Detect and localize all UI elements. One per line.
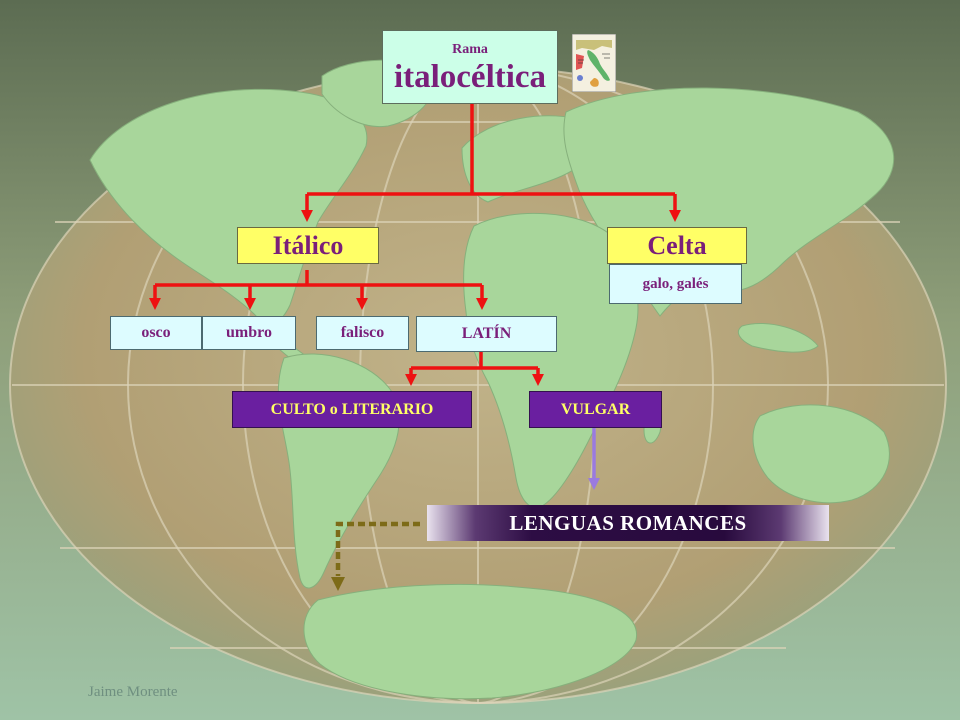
node-vulgar: VULGAR <box>529 391 662 428</box>
italy-map-icon <box>572 34 616 92</box>
continent-antarctica <box>303 583 638 700</box>
node-falisco: falisco <box>316 316 409 350</box>
continent-australia <box>752 404 890 504</box>
author-credit: Jaime Morente <box>88 684 178 700</box>
node-lenguas-romances: LENGUAS ROMANCES <box>427 505 829 541</box>
node-celta-subtitle: galo, galés <box>609 264 742 304</box>
node-umbro: umbro <box>202 316 296 350</box>
node-latin: LATÍN <box>416 316 557 352</box>
continent-southeast-asia-islands <box>737 322 819 353</box>
root-title: italocéltica <box>393 59 547 95</box>
node-osco: osco <box>110 316 202 350</box>
continent-europe <box>461 115 596 203</box>
root-node-italoceltica: Rama italocéltica <box>382 30 558 104</box>
node-italico: Itálico <box>237 227 379 264</box>
node-culto-literario: CULTO o LITERARIO <box>232 391 472 428</box>
root-prefix: Rama <box>452 42 488 57</box>
node-celta: Celta <box>607 227 747 264</box>
